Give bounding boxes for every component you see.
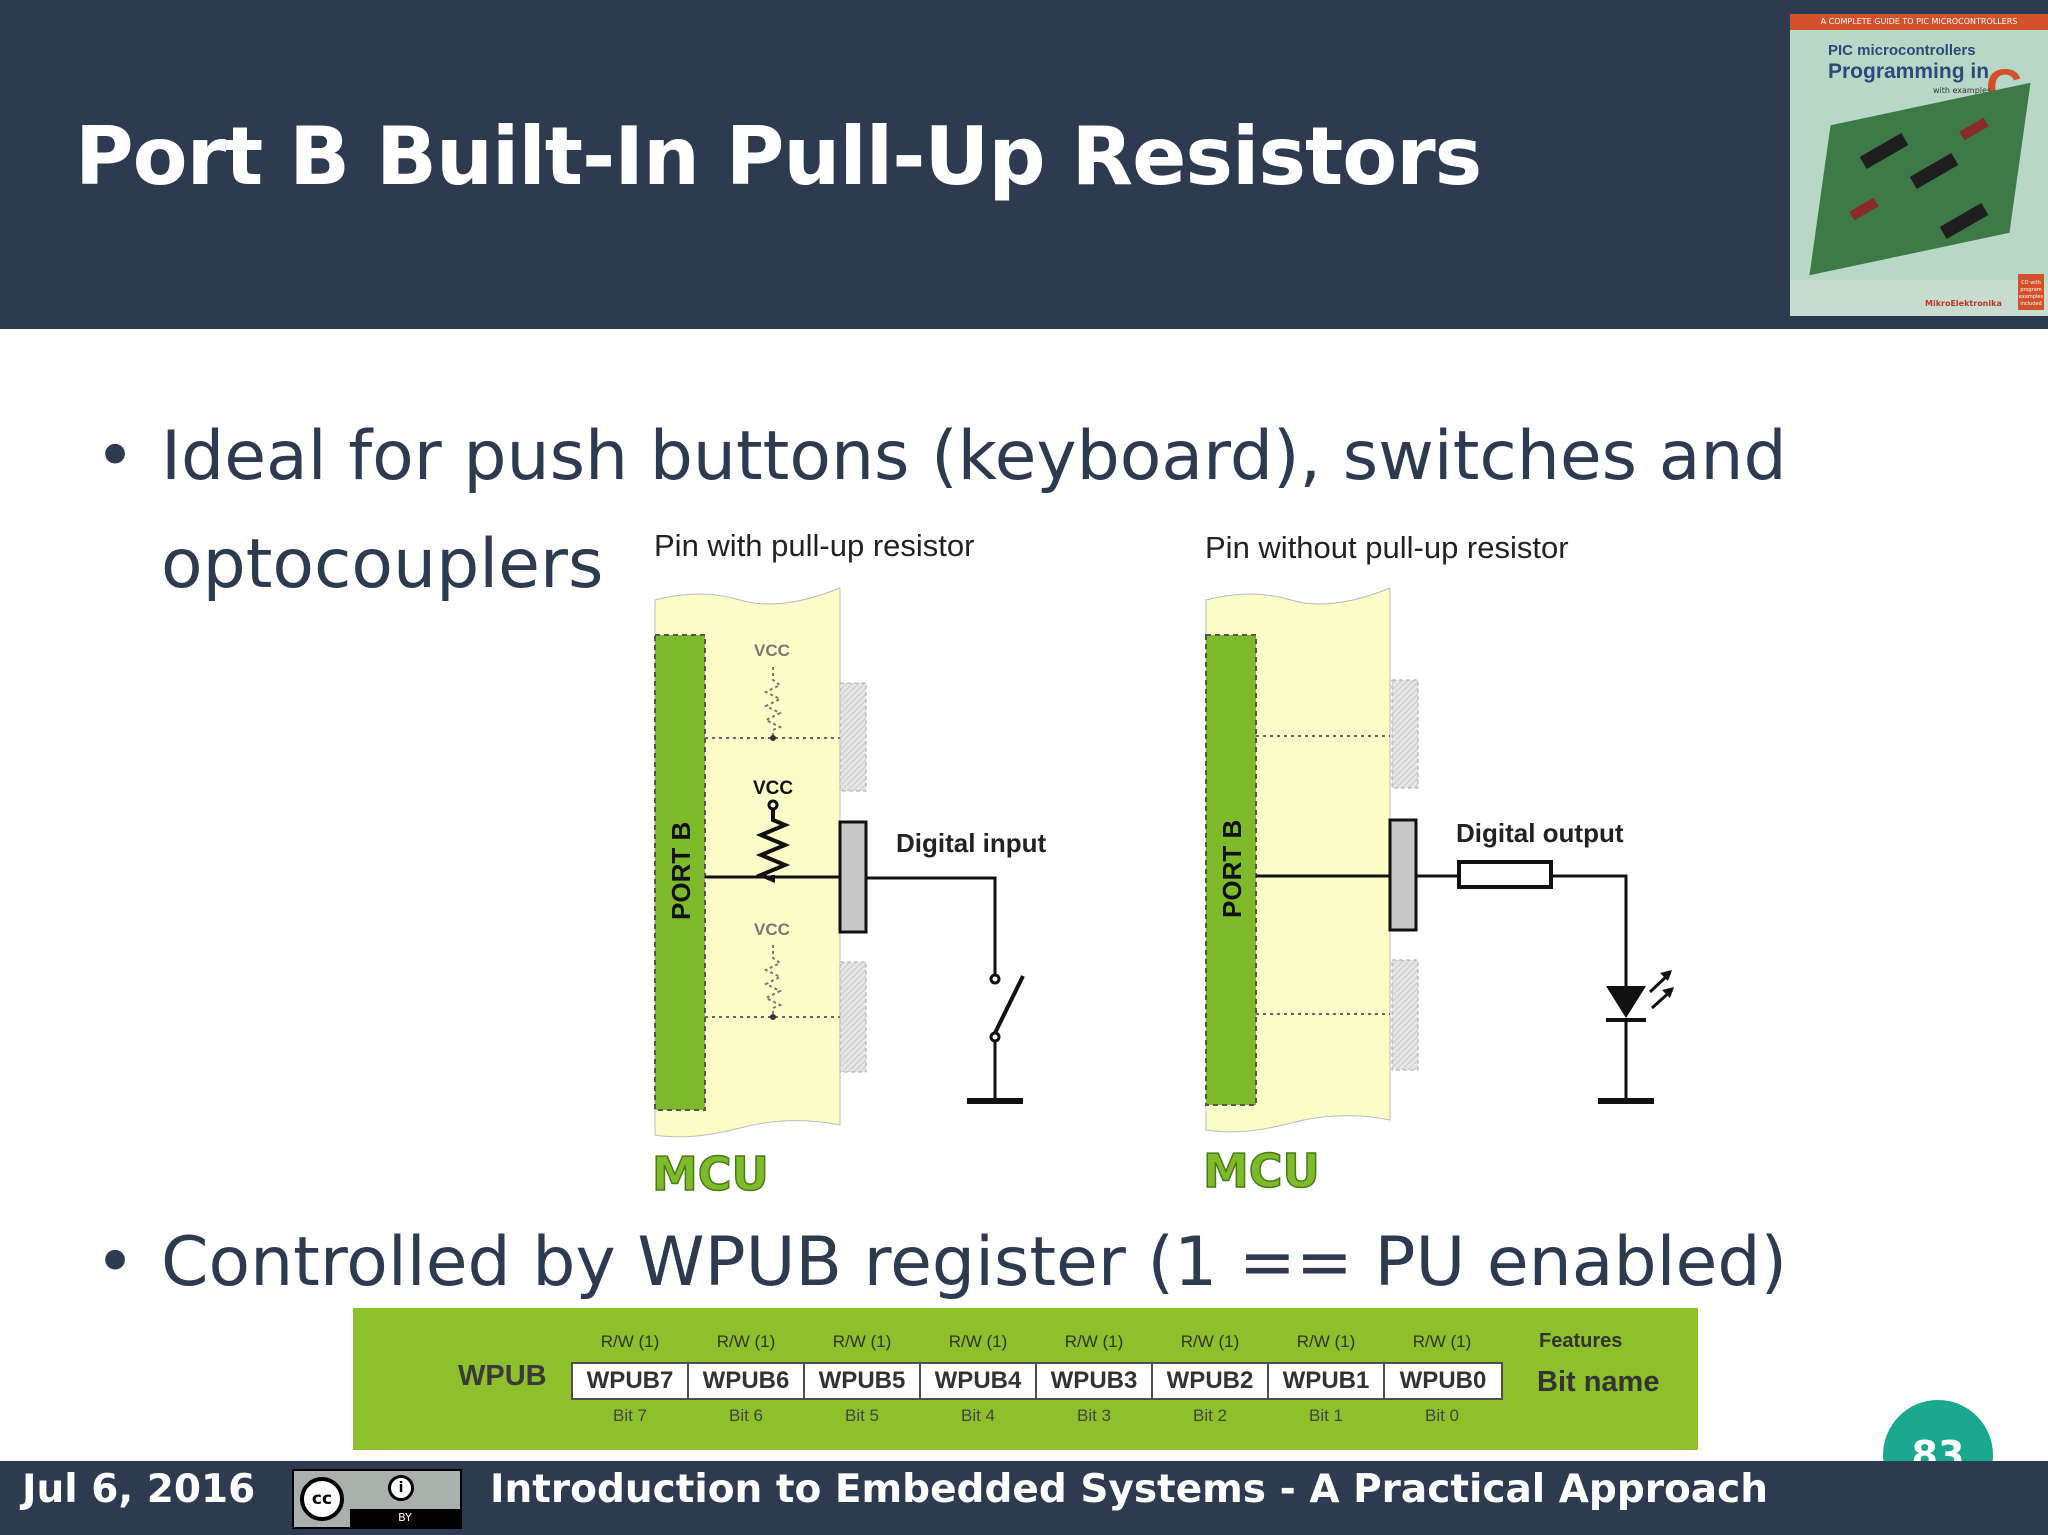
register-bit-number: Bit 3 bbox=[1076, 1406, 1112, 1425]
register-bit-cell: WPUB6 bbox=[689, 1364, 805, 1398]
register-access: R/W (1) bbox=[1296, 1332, 1356, 1351]
register-bit-cell: WPUB0 bbox=[1399, 1367, 1487, 1394]
register-access: R/W (1) bbox=[1180, 1332, 1240, 1351]
register-bit-cell: WPUB5 bbox=[805, 1364, 921, 1398]
left-mcu-label: MCU bbox=[652, 1147, 769, 1200]
register-bit-name-label: Bit name bbox=[1537, 1366, 1660, 1398]
bullet-marker: • bbox=[95, 417, 136, 496]
book-cover-footer bbox=[1790, 280, 2048, 316]
left-diagram-caption: Pin with pull-up resistor bbox=[654, 530, 974, 563]
register-bit-cell: WPUB4 bbox=[921, 1364, 1037, 1398]
left-switch-bottom-terminal-icon bbox=[989, 1031, 1001, 1043]
right-output-wire-b bbox=[1551, 874, 1628, 986]
bullet-1-line-1: Ideal for push buttons (keyboard), switc… bbox=[161, 417, 1787, 496]
left-input-wire bbox=[866, 876, 997, 975]
register-bit-cell: WPUB3 bbox=[1037, 1364, 1153, 1398]
register-access: R/W (1) bbox=[832, 1332, 892, 1351]
left-top-resistor-icon bbox=[763, 667, 783, 738]
left-bottom-resistor-icon bbox=[763, 945, 783, 1017]
left-port-b-bar-outline bbox=[654, 634, 706, 1111]
register-bit-number: Bit 6 bbox=[728, 1406, 764, 1425]
cc-by-icon: cc i BY bbox=[292, 1469, 462, 1529]
footer-course-title: Introduction to Embedded Systems - A Pra… bbox=[490, 1467, 1768, 1512]
book-cover-main-title: Programming in bbox=[1828, 60, 1990, 83]
right-port-b-bar-outline bbox=[1205, 634, 1257, 1106]
right-port-b-label: PORT B bbox=[1217, 820, 1247, 918]
left-pin-upper bbox=[839, 682, 867, 792]
book-cover-image: A COMPLETE GUIDE TO PIC MICROCONTROLLERS… bbox=[1790, 14, 2048, 316]
left-vcc-mid-label: VCC bbox=[753, 778, 793, 799]
right-port-b-bar bbox=[1206, 635, 1256, 1105]
right-led-icon bbox=[1606, 986, 1646, 1018]
left-switch-top-terminal-icon bbox=[989, 973, 1001, 985]
right-signal-label: Digital output bbox=[1456, 818, 1624, 848]
footer-date: Jul 6, 2016 bbox=[22, 1467, 256, 1512]
slide-title: Port B Built-In Pull-Up Resistors bbox=[75, 110, 1482, 203]
book-cover-publisher: MikroElektronika bbox=[1925, 299, 2002, 308]
wpub-register-table: WPUB R/W (1) R/W (1) R/W (1) R/W (1) R/W… bbox=[353, 1308, 1698, 1450]
bullet-2-line-1: Controlled by WPUB register (1 == PU ena… bbox=[161, 1223, 1788, 1302]
register-bit-number: Bit 0 bbox=[1424, 1406, 1460, 1425]
bullet-marker: • bbox=[95, 1223, 136, 1302]
left-pin-lower bbox=[839, 961, 867, 1073]
right-led-arrow-1 bbox=[1660, 970, 1672, 981]
register-access: R/W (1) bbox=[600, 1332, 660, 1351]
register-bit-number: Bit 4 bbox=[960, 1406, 996, 1425]
right-led-arrow-2 bbox=[1662, 987, 1674, 998]
right-diagram-caption: Pin without pull-up resistor bbox=[1205, 530, 1569, 565]
left-top-node-icon bbox=[770, 735, 776, 741]
left-vcc-bottom-label: VCC bbox=[754, 920, 790, 939]
register-name: WPUB bbox=[458, 1360, 547, 1392]
right-pin-lower bbox=[1391, 959, 1419, 1071]
register-access: R/W (1) bbox=[1412, 1332, 1472, 1351]
register-access: R/W (1) bbox=[716, 1332, 776, 1351]
register-access: R/W (1) bbox=[1064, 1332, 1124, 1351]
book-cover-cd-note: CD with program examples included bbox=[2018, 274, 2044, 310]
slide-footer: Jul 6, 2016 cc i BY Introduction to Embe… bbox=[0, 1461, 2048, 1535]
register-bit-cell: WPUB7 bbox=[573, 1364, 689, 1398]
register-bit-number: Bit 7 bbox=[612, 1406, 648, 1425]
slide-header: Port B Built-In Pull-Up Resistors A COMP… bbox=[0, 0, 2048, 329]
register-access: R/W (1) bbox=[948, 1332, 1008, 1351]
register-bit-number: Bit 1 bbox=[1308, 1406, 1344, 1425]
register-bit-cells: WPUB7 WPUB6 WPUB5 WPUB4 WPUB3 WPUB2 WPUB… bbox=[571, 1362, 1503, 1400]
attribution-icon: i bbox=[388, 1475, 414, 1501]
cc-by-label: BY bbox=[350, 1509, 460, 1527]
register-bit-number: Bit 2 bbox=[1192, 1406, 1228, 1425]
left-switch-icon bbox=[993, 975, 1025, 1034]
left-signal-label: Digital input bbox=[896, 828, 1047, 858]
bullet-1-line-2: optocouplers bbox=[161, 525, 604, 604]
right-mcu-label: MCU bbox=[1203, 1144, 1320, 1198]
register-bit-cell: WPUB1 bbox=[1269, 1364, 1385, 1398]
register-bit-cell: WPUB2 bbox=[1153, 1364, 1269, 1398]
right-series-resistor-icon bbox=[1457, 860, 1553, 889]
left-vcc-top-label: VCC bbox=[754, 641, 790, 660]
right-pin-upper bbox=[1391, 679, 1419, 789]
left-pin-active bbox=[838, 820, 868, 934]
cc-logo-icon: cc bbox=[300, 1477, 344, 1521]
left-bottom-node-icon bbox=[770, 1014, 776, 1020]
pull-up-circuit-diagram: Pin with pull-up resistor PORT B VCC VCC… bbox=[651, 530, 1674, 1200]
book-cover-with-examples: with examples bbox=[1933, 86, 1992, 95]
left-port-b-bar bbox=[655, 635, 705, 1110]
book-cover-banner: A COMPLETE GUIDE TO PIC MICROCONTROLLERS bbox=[1790, 14, 2048, 30]
register-features-label: Features bbox=[1539, 1330, 1623, 1352]
register-bit-number: Bit 5 bbox=[844, 1406, 880, 1425]
book-cover-subtitle: PIC microcontrollers bbox=[1828, 42, 1976, 59]
right-pin-active bbox=[1388, 818, 1418, 932]
left-vcc-terminal-icon bbox=[767, 799, 779, 811]
left-port-b-label: PORT B bbox=[666, 822, 696, 920]
